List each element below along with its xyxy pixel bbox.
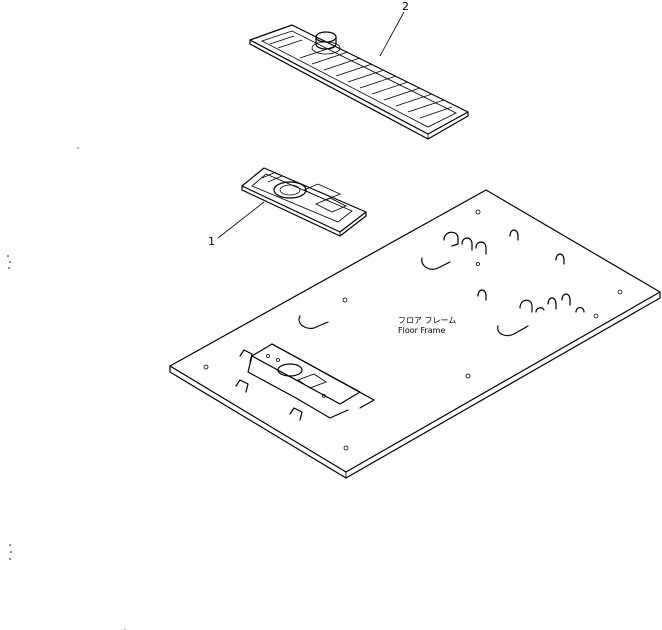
floor-frame-holes: [203, 209, 623, 451]
scan-marks: [7, 147, 126, 630]
floor-frame-brackets: [298, 229, 585, 337]
floor-frame-plate: [169, 189, 661, 479]
part-1-leader: [217, 201, 265, 239]
part-2-leader: [379, 11, 405, 57]
callout-1: 1: [208, 235, 215, 248]
part-2-grille: [269, 35, 453, 119]
part-2-cover: [249, 11, 469, 140]
part-1-cover: [241, 167, 367, 237]
floor-frame-mount-plate: [235, 343, 375, 421]
callout-2: 2: [402, 0, 409, 13]
floor-frame-label-en: Floor Frame: [398, 326, 445, 335]
floor-frame-label-jp: フロア フレーム: [398, 316, 456, 325]
part-2-cap: [311, 31, 341, 55]
